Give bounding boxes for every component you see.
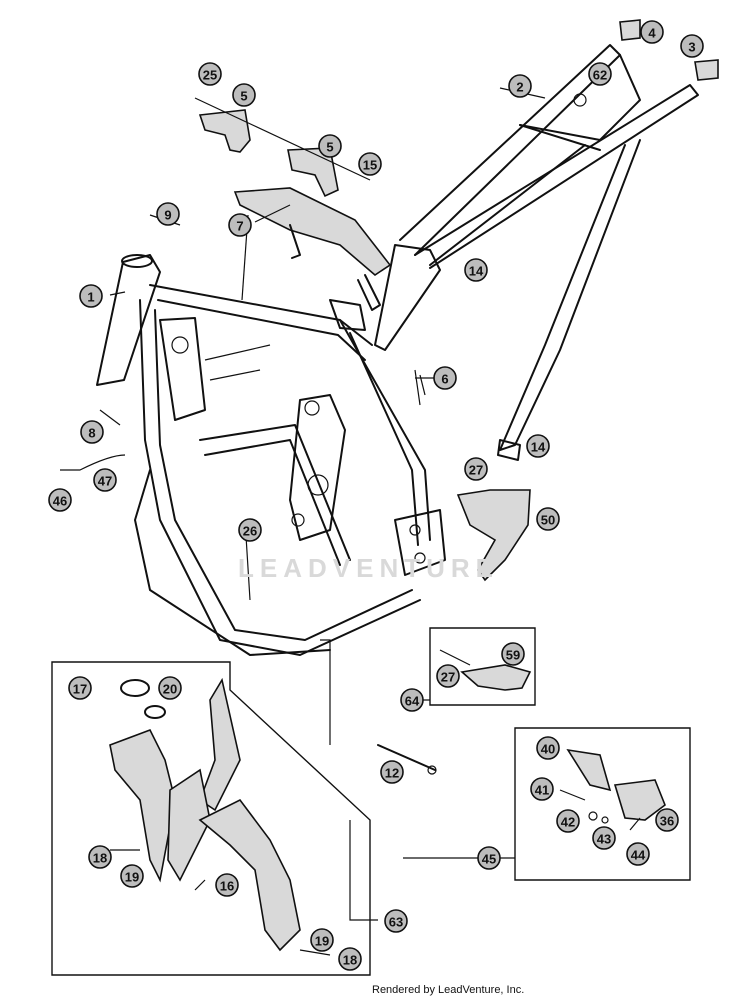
callout-25: 25 [198, 62, 222, 86]
callout-number: 17 [73, 682, 87, 697]
callout-42: 42 [556, 809, 580, 833]
callout-27: 27 [464, 457, 488, 481]
callout-number: 42 [561, 815, 575, 830]
callout-14: 14 [526, 434, 550, 458]
callout-46: 46 [48, 488, 72, 512]
callout-8: 8 [80, 420, 104, 444]
callout-number: 6 [441, 372, 448, 387]
brackets-5 [194, 97, 371, 198]
callout-number: 41 [535, 783, 549, 798]
callout-number: 5 [326, 140, 333, 155]
callout-5: 5 [232, 83, 256, 107]
callout-17: 17 [68, 676, 92, 700]
callout-number: 43 [597, 832, 611, 847]
callout-number: 36 [660, 814, 674, 829]
callout-18: 18 [338, 947, 362, 971]
callout-number: 64 [405, 694, 420, 709]
callout-number: 27 [469, 463, 483, 478]
callout-number: 59 [506, 648, 520, 663]
subframe [374, 44, 699, 461]
callout-number: 27 [441, 670, 455, 685]
callout-number: 18 [93, 851, 107, 866]
callout-number: 45 [482, 852, 496, 867]
callout-number: 18 [343, 953, 357, 968]
callout-20: 20 [158, 676, 182, 700]
callout-number: 12 [385, 766, 399, 781]
callout-number: 25 [203, 68, 217, 83]
callout-number: 44 [631, 848, 646, 863]
callout-number: 26 [243, 524, 257, 539]
callout-41: 41 [530, 777, 554, 801]
callout-number: 15 [363, 158, 377, 173]
bumper-3 [694, 59, 719, 81]
callout-45: 45 [477, 846, 501, 870]
callout-number: 4 [648, 26, 656, 41]
callout-5: 5 [318, 134, 342, 158]
inset-box-64 [429, 627, 536, 706]
inset-box-45 [514, 727, 691, 881]
callout-number: 63 [389, 915, 403, 930]
callout-6: 6 [433, 366, 457, 390]
callout-16: 16 [215, 873, 239, 897]
callout-number: 9 [164, 208, 171, 223]
callout-number: 3 [688, 40, 695, 55]
callout-36: 36 [655, 808, 679, 832]
callout-number: 5 [240, 89, 247, 104]
main-frame [96, 254, 446, 656]
callout-62: 62 [588, 62, 612, 86]
callout-7: 7 [228, 213, 252, 237]
callout-47: 47 [93, 468, 117, 492]
callout-number: 14 [531, 440, 546, 455]
callout-number: 40 [541, 742, 555, 757]
callout-19: 19 [310, 928, 334, 952]
callout-number: 16 [220, 879, 234, 894]
footer-credit: Rendered by LeadVenture, Inc. [372, 984, 525, 996]
callout-50: 50 [536, 507, 560, 531]
callout-15: 15 [358, 152, 382, 176]
callout-number: 14 [469, 264, 484, 279]
callout-labels: 1234556789121414151617181819192025262727… [48, 20, 704, 971]
callout-26: 26 [238, 518, 262, 542]
watermark-text: LEADVENTURE [238, 553, 500, 583]
callout-12: 12 [380, 760, 404, 784]
callout-19: 19 [120, 864, 144, 888]
callout-63: 63 [384, 909, 408, 933]
callout-59: 59 [501, 642, 525, 666]
callout-9: 9 [156, 202, 180, 226]
callout-40: 40 [536, 736, 560, 760]
chain-guide [456, 489, 531, 582]
callout-18: 18 [88, 845, 112, 869]
callout-27: 27 [436, 664, 460, 688]
callout-number: 19 [315, 934, 329, 949]
bumper-4 [619, 19, 641, 41]
callout-number: 8 [88, 426, 95, 441]
callout-64: 64 [400, 688, 424, 712]
callout-number: 47 [98, 474, 112, 489]
inset-box-63 [51, 661, 371, 976]
callout-4: 4 [640, 20, 664, 44]
callout-1: 1 [79, 284, 103, 308]
callout-number: 20 [163, 682, 177, 697]
callout-44: 44 [626, 842, 650, 866]
callout-2: 2 [508, 74, 532, 98]
callout-number: 7 [236, 219, 243, 234]
callout-number: 19 [125, 870, 139, 885]
callout-number: 1 [87, 290, 94, 305]
callout-number: 46 [53, 494, 67, 509]
top-bracket [233, 187, 392, 311]
callout-43: 43 [592, 826, 616, 850]
callout-14: 14 [464, 258, 488, 282]
callout-number: 50 [541, 513, 555, 528]
callout-3: 3 [680, 34, 704, 58]
callout-number: 2 [516, 80, 523, 95]
callout-number: 62 [593, 68, 607, 83]
